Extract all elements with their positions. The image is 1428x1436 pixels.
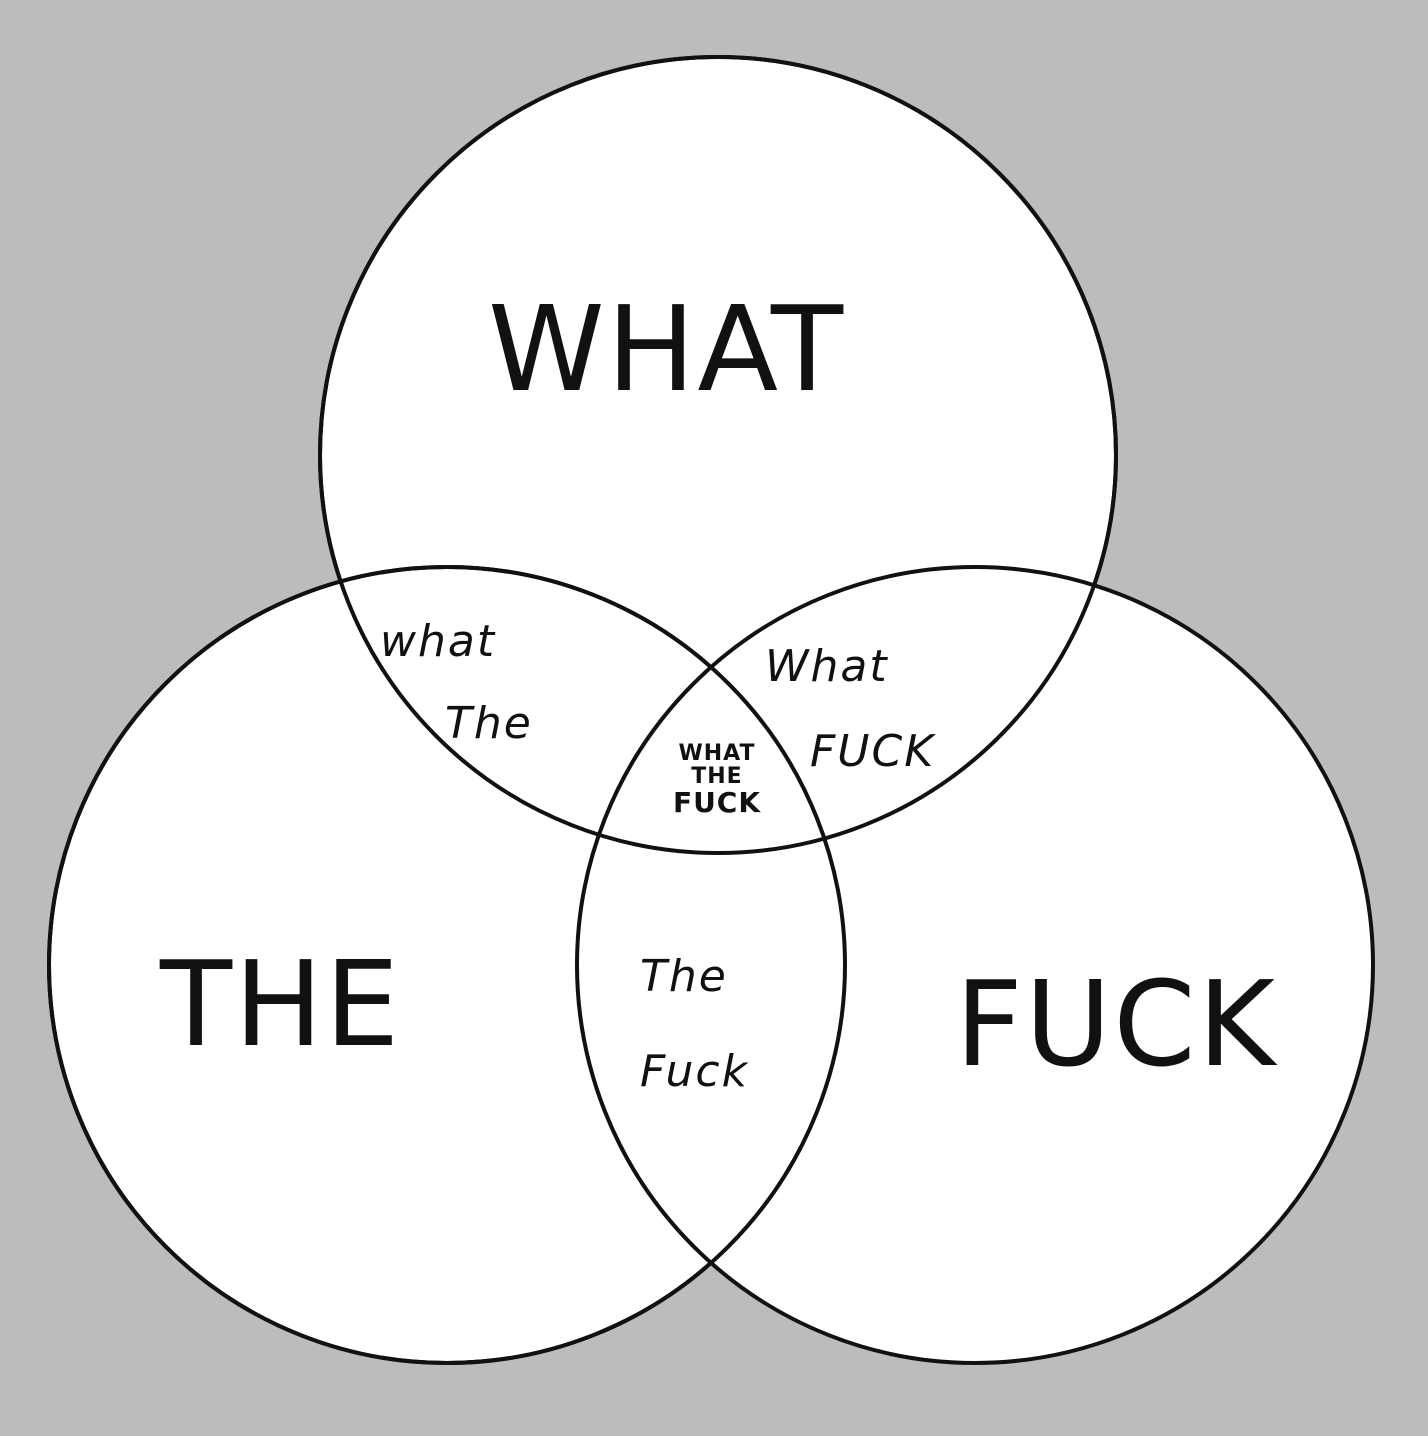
label-the: THE — [160, 935, 402, 1073]
label-what-fuck-line1: What — [765, 641, 889, 692]
label-center-line2: THE — [691, 764, 743, 790]
label-center-line1: WHAT — [678, 741, 756, 766]
label-what-fuck-line2: FUCK — [810, 726, 936, 777]
label-center: WHAT THE FUCK — [662, 742, 772, 818]
circle-fuck — [575, 565, 1375, 1365]
label-what-the-line1: what — [380, 616, 497, 667]
label-the-fuck-line2: Fuck — [640, 1046, 750, 1097]
label-center-line3: FUCK — [672, 786, 762, 820]
label-fuck: FUCK — [955, 955, 1278, 1093]
label-what-the-line2: The — [445, 698, 533, 749]
label-what: WHAT — [488, 280, 846, 418]
label-the-fuck-line1: The — [640, 951, 728, 1002]
